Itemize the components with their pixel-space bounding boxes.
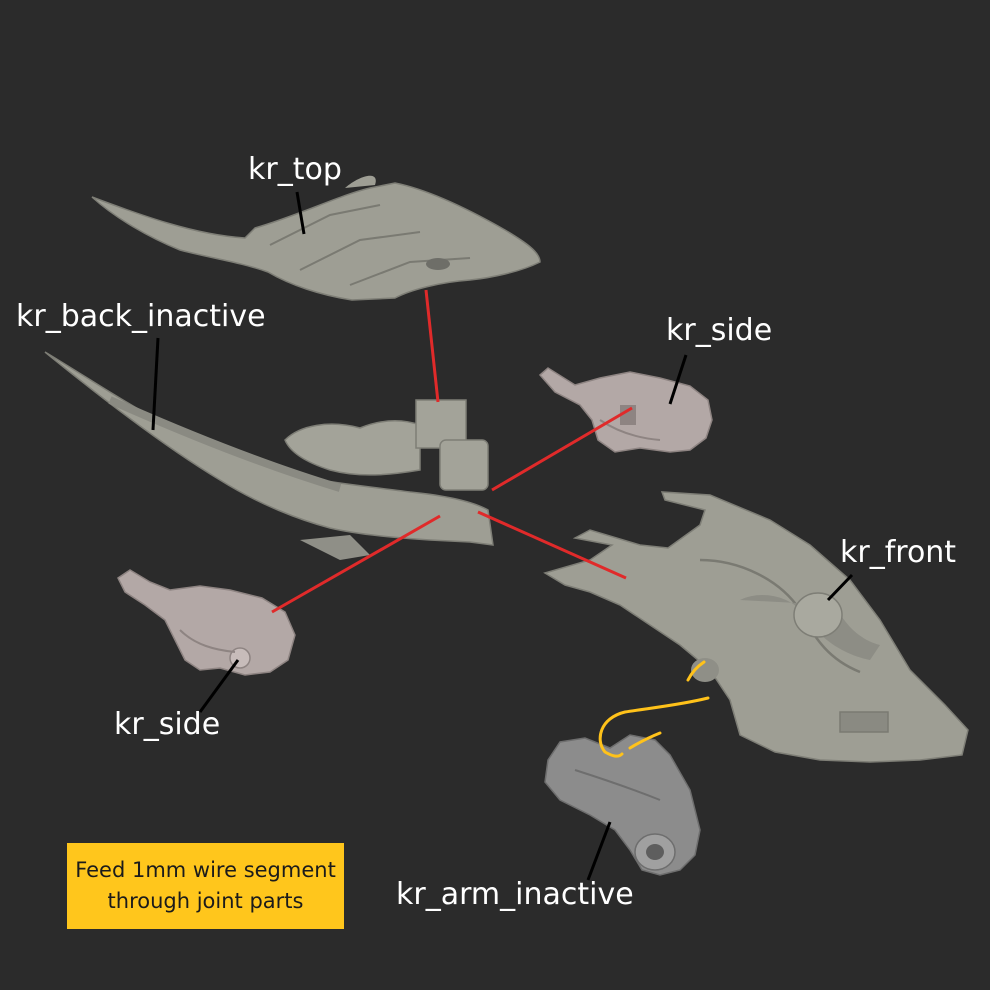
part-kr-side-left xyxy=(117,569,296,676)
joint-line-top xyxy=(424,289,440,403)
part-kr-arm-inactive xyxy=(544,734,701,876)
joint-line-side-left xyxy=(271,514,441,614)
joint-line-side-right xyxy=(491,406,633,492)
label-kr-side-left: kr_side xyxy=(114,707,221,742)
part-kr-top xyxy=(91,175,541,301)
leader-kr-front xyxy=(826,573,854,602)
label-kr-arm-inactive: kr_arm_inactive xyxy=(396,877,634,912)
leader-lines xyxy=(151,191,854,881)
joint-line-front xyxy=(477,510,627,580)
label-kr-back-inactive: kr_back_inactive xyxy=(16,299,266,334)
label-kr-side-right: kr_side xyxy=(666,313,773,348)
part-kr-front xyxy=(543,491,969,763)
part-kr-back-inactive xyxy=(44,351,494,560)
instruction-note: Feed 1mm wire segment through joint part… xyxy=(67,843,344,929)
label-kr-top: kr_top xyxy=(248,152,342,187)
leader-kr-side-right xyxy=(668,354,688,405)
instruction-note-line-2: through joint parts xyxy=(107,889,304,913)
instruction-note-line-1: Feed 1mm wire segment xyxy=(75,858,336,882)
leader-kr-side-left xyxy=(198,659,240,713)
leader-kr-top xyxy=(295,191,306,235)
leader-kr-back-inactive xyxy=(151,337,160,431)
label-kr-front: kr_front xyxy=(840,535,957,570)
joint-lines xyxy=(271,289,633,614)
leader-kr-arm-inactive xyxy=(586,821,612,881)
wire-segment xyxy=(598,660,710,758)
